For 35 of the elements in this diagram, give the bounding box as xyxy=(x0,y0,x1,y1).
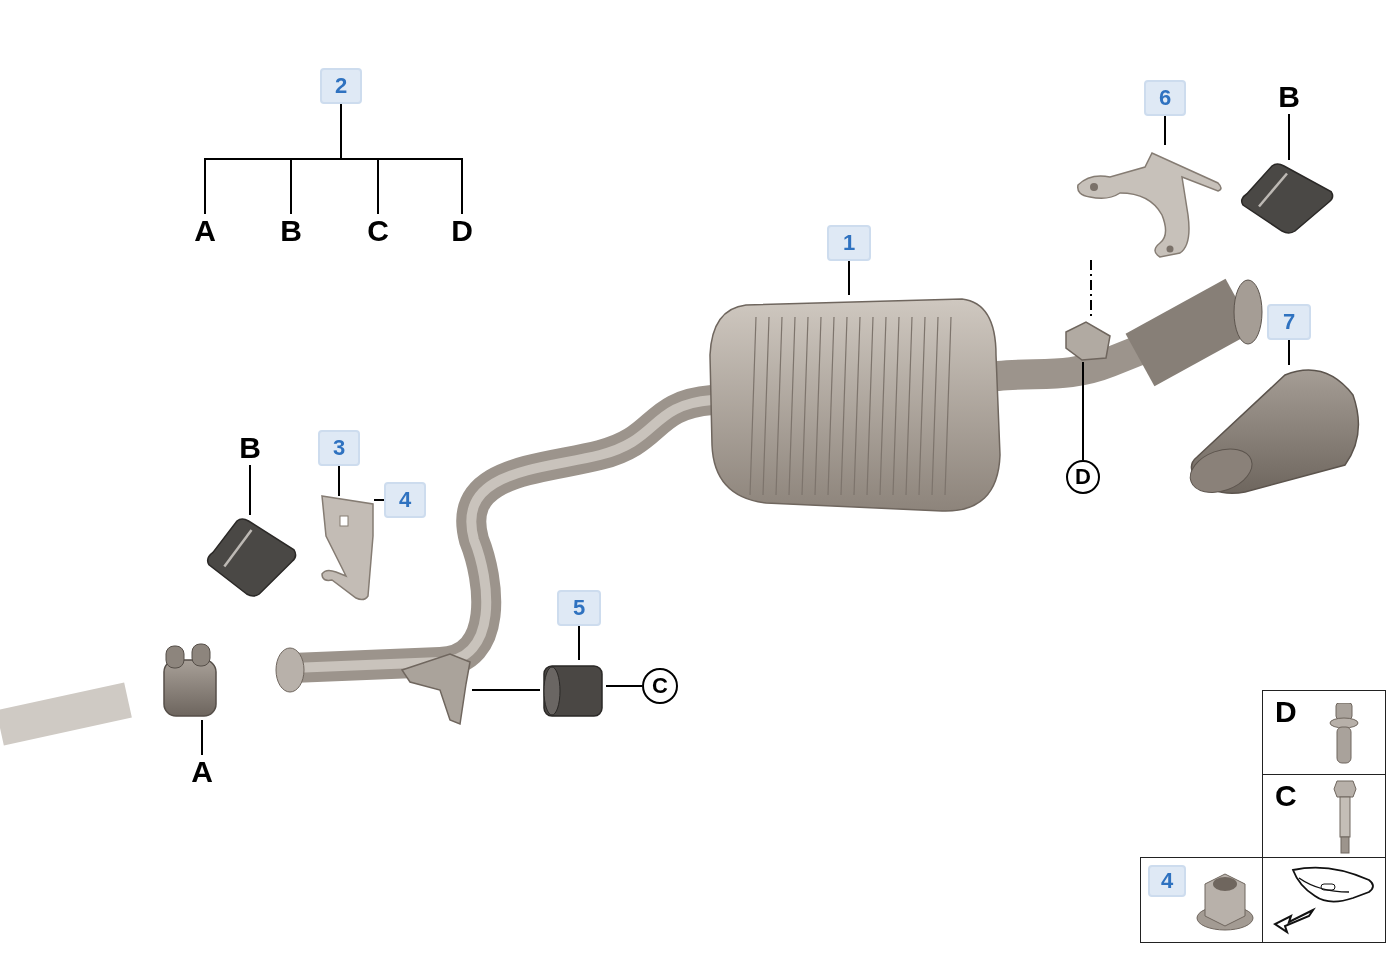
callout-number: 4 xyxy=(1148,865,1186,897)
leader-line xyxy=(340,103,463,215)
mounting-flange-drawing xyxy=(1062,318,1112,362)
reference-letter: B xyxy=(277,214,305,248)
leader-line xyxy=(201,719,203,756)
callout-number: 3 xyxy=(318,430,360,466)
leader-line xyxy=(249,464,251,516)
leader-line xyxy=(1082,361,1084,461)
leader-line xyxy=(1090,259,1092,319)
bracket-drawing xyxy=(318,496,374,600)
leader-line xyxy=(605,685,643,687)
circled-letter: C xyxy=(642,668,678,704)
reference-letter: A xyxy=(188,755,216,789)
leader-line xyxy=(1288,113,1290,161)
reference-letter: D xyxy=(1275,695,1297,729)
reference-letter: D xyxy=(448,214,476,248)
leader-line xyxy=(1288,339,1290,366)
callout-number: 6 xyxy=(1144,80,1186,116)
callout-number: 7 xyxy=(1267,304,1311,340)
leader-line xyxy=(373,499,385,501)
callout-number: 2 xyxy=(320,68,362,104)
leader-line xyxy=(848,260,850,296)
leader-line xyxy=(471,689,541,691)
callout-number: 5 xyxy=(557,590,601,626)
reference-letter: B xyxy=(1275,80,1303,114)
reference-letter: C xyxy=(364,214,392,248)
callout-number: 4 xyxy=(384,482,426,518)
callout-number: 1 xyxy=(827,225,871,261)
leader-line xyxy=(1164,115,1166,146)
circled-letter: D xyxy=(1066,460,1100,494)
reference-letter: A xyxy=(191,214,219,248)
leader-line xyxy=(578,625,580,661)
leader-line xyxy=(338,465,340,497)
reference-letter: B xyxy=(236,431,264,465)
reference-letter: C xyxy=(1275,779,1297,813)
